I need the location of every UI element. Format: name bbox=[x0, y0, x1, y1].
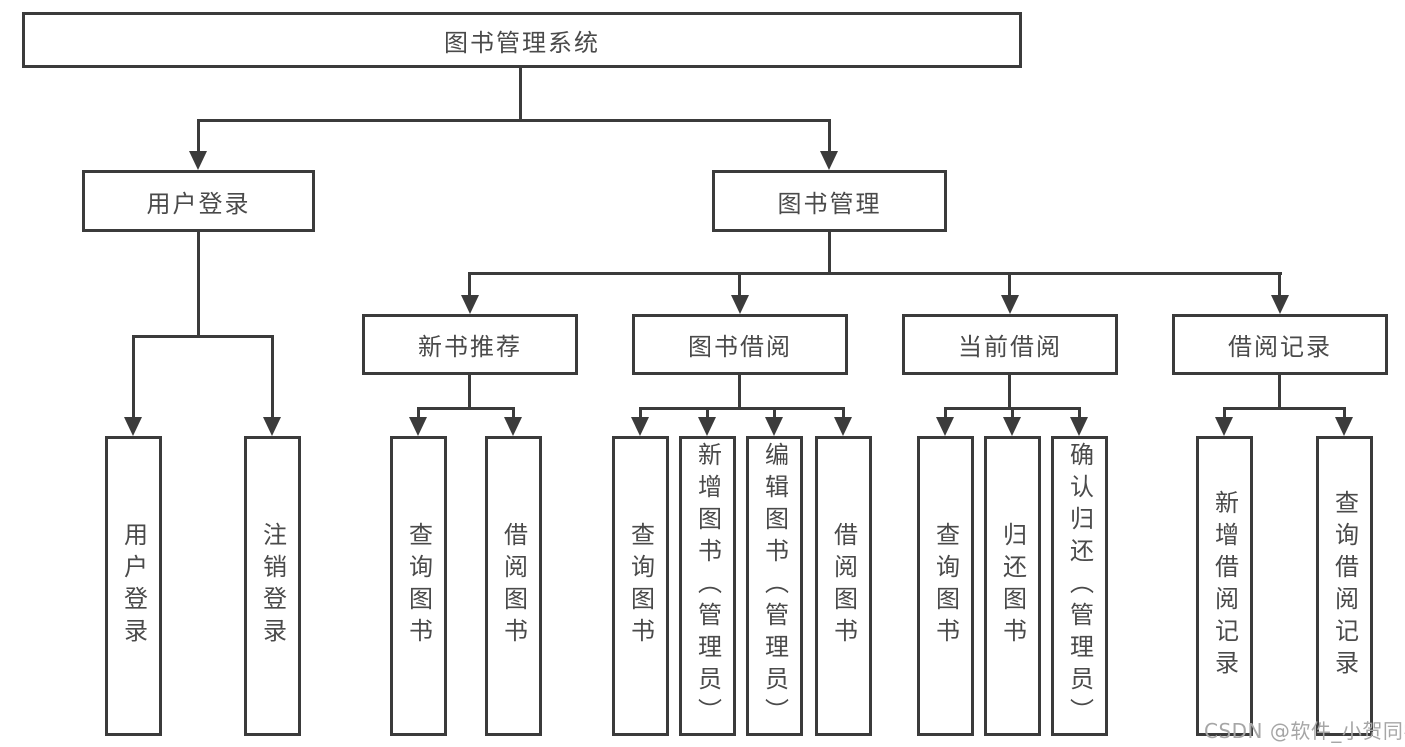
leaf-user-login-label: 用户登录 bbox=[119, 522, 148, 650]
leaf-cb-return-books: 归还图书 bbox=[984, 436, 1041, 736]
connector-cb-drop-3 bbox=[1078, 407, 1081, 419]
connector-br-rail bbox=[1223, 407, 1346, 410]
arrow-to-bb-edit-books bbox=[765, 417, 783, 436]
connector-root-drop-right bbox=[828, 119, 831, 153]
connector-bb-drop-3 bbox=[773, 407, 776, 419]
arrow-to-cb-confirm-return bbox=[1070, 417, 1088, 436]
connector-cb-stem bbox=[1008, 375, 1011, 408]
connector-book-mgmt-drop-1 bbox=[468, 272, 471, 297]
leaf-logout-label: 注销登录 bbox=[258, 522, 287, 650]
connector-book-mgmt-drop-2 bbox=[738, 272, 741, 297]
connector-br-drop-1 bbox=[1223, 407, 1226, 419]
arrow-to-leaf-user-login bbox=[124, 417, 142, 436]
node-user-login-label: 用户登录 bbox=[146, 189, 251, 218]
connector-book-mgmt-drop-4 bbox=[1278, 272, 1281, 297]
leaf-cb-query-books: 查询图书 bbox=[917, 436, 974, 736]
connector-bb-drop-2 bbox=[706, 407, 709, 419]
node-book-management: 图书管理 bbox=[712, 170, 947, 232]
arrow-to-br-query-record bbox=[1335, 417, 1353, 436]
leaf-bb-borrow-books: 借阅图书 bbox=[815, 436, 872, 736]
connector-root-stem bbox=[519, 68, 522, 120]
connector-bb-drop-4 bbox=[842, 407, 845, 419]
node-borrow-records: 借阅记录 bbox=[1172, 314, 1388, 375]
arrow-to-book-management bbox=[820, 151, 838, 170]
leaf-bb-edit-books-admin: 编辑图书（管理员） bbox=[746, 436, 803, 736]
connector-bb-rail bbox=[639, 407, 845, 410]
leaf-cb-return-books-label: 归还图书 bbox=[998, 522, 1027, 650]
arrow-to-cb-query-books bbox=[936, 417, 954, 436]
leaf-cb-confirm-return-admin-label: 确认归还（管理员） bbox=[1065, 442, 1094, 730]
node-new-book-recommend-label: 新书推荐 bbox=[418, 333, 522, 361]
arrow-to-leaf-logout bbox=[263, 417, 281, 436]
leaf-br-query-record: 查询借阅记录 bbox=[1316, 436, 1373, 736]
connector-nbr-stem bbox=[468, 375, 471, 408]
leaf-br-add-record-label: 新增借阅记录 bbox=[1210, 490, 1239, 682]
connector-nbr-drop-2 bbox=[512, 407, 515, 419]
leaf-br-add-record: 新增借阅记录 bbox=[1196, 436, 1253, 736]
connector-cb-drop-2 bbox=[1011, 407, 1014, 419]
connector-nbr-drop-1 bbox=[417, 407, 420, 419]
node-book-borrowing: 图书借阅 bbox=[632, 314, 848, 375]
node-current-borrowing-label: 当前借阅 bbox=[958, 333, 1062, 361]
leaf-nbr-borrow-books: 借阅图书 bbox=[485, 436, 542, 736]
arrow-to-current-borrowing bbox=[1001, 295, 1019, 314]
leaf-nbr-query-books-label: 查询图书 bbox=[404, 522, 433, 650]
leaf-bb-borrow-books-label: 借阅图书 bbox=[829, 522, 858, 650]
node-borrow-records-label: 借阅记录 bbox=[1228, 333, 1332, 361]
connector-book-mgmt-stem bbox=[828, 232, 831, 274]
leaf-bb-add-books-admin: 新增图书（管理员） bbox=[679, 436, 736, 736]
leaf-bb-edit-books-admin-label: 编辑图书（管理员） bbox=[760, 442, 789, 730]
connector-nbr-rail bbox=[417, 407, 515, 410]
connector-bb-drop-1 bbox=[639, 407, 642, 419]
leaf-cb-confirm-return-admin: 确认归还（管理员） bbox=[1051, 436, 1108, 736]
connector-br-drop-2 bbox=[1343, 407, 1346, 419]
csdn-watermark: CSDN @软件_小贺同学 bbox=[1204, 719, 1405, 743]
connector-user-login-drop-1 bbox=[132, 335, 135, 419]
arrow-to-cb-return-books bbox=[1003, 417, 1021, 436]
arrow-to-book-borrowing bbox=[731, 295, 749, 314]
connector-root-rail bbox=[197, 119, 831, 122]
connector-cb-drop-1 bbox=[944, 407, 947, 419]
arrow-to-bb-borrow-books bbox=[834, 417, 852, 436]
connector-br-stem bbox=[1278, 375, 1281, 408]
arrow-to-user-login bbox=[189, 151, 207, 170]
node-user-login: 用户登录 bbox=[82, 170, 315, 232]
leaf-logout: 注销登录 bbox=[244, 436, 301, 736]
arrow-to-nbr-query-books bbox=[409, 417, 427, 436]
leaf-nbr-query-books: 查询图书 bbox=[390, 436, 447, 736]
leaf-cb-query-books-label: 查询图书 bbox=[931, 522, 960, 650]
node-book-borrowing-label: 图书借阅 bbox=[688, 333, 792, 361]
connector-book-mgmt-rail bbox=[468, 272, 1282, 275]
leaf-user-login: 用户登录 bbox=[105, 436, 162, 736]
node-book-management-label: 图书管理 bbox=[777, 189, 882, 218]
arrow-to-br-add-record bbox=[1215, 417, 1233, 436]
leaf-nbr-borrow-books-label: 借阅图书 bbox=[499, 522, 528, 650]
arrow-to-bb-add-books bbox=[698, 417, 716, 436]
connector-book-mgmt-drop-3 bbox=[1008, 272, 1011, 297]
arrow-to-nbr-borrow-books bbox=[504, 417, 522, 436]
node-current-borrowing: 当前借阅 bbox=[902, 314, 1118, 375]
connector-bb-stem bbox=[738, 375, 741, 408]
leaf-bb-add-books-admin-label: 新增图书（管理员） bbox=[693, 442, 722, 730]
arrow-to-borrow-records bbox=[1271, 295, 1289, 314]
node-new-book-recommend: 新书推荐 bbox=[362, 314, 578, 375]
leaf-bb-query-books: 查询图书 bbox=[612, 436, 669, 736]
connector-root-drop-left bbox=[197, 119, 200, 153]
node-root-label: 图书管理系统 bbox=[444, 28, 600, 57]
connector-user-login-drop-2 bbox=[271, 335, 274, 419]
connector-user-login-stem bbox=[197, 232, 200, 336]
leaf-br-query-record-label: 查询借阅记录 bbox=[1330, 490, 1359, 682]
connector-user-login-rail bbox=[132, 335, 274, 338]
leaf-bb-query-books-label: 查询图书 bbox=[626, 522, 655, 650]
arrow-to-new-book-recommend bbox=[461, 295, 479, 314]
node-root: 图书管理系统 bbox=[22, 12, 1022, 68]
arrow-to-bb-query-books bbox=[631, 417, 649, 436]
